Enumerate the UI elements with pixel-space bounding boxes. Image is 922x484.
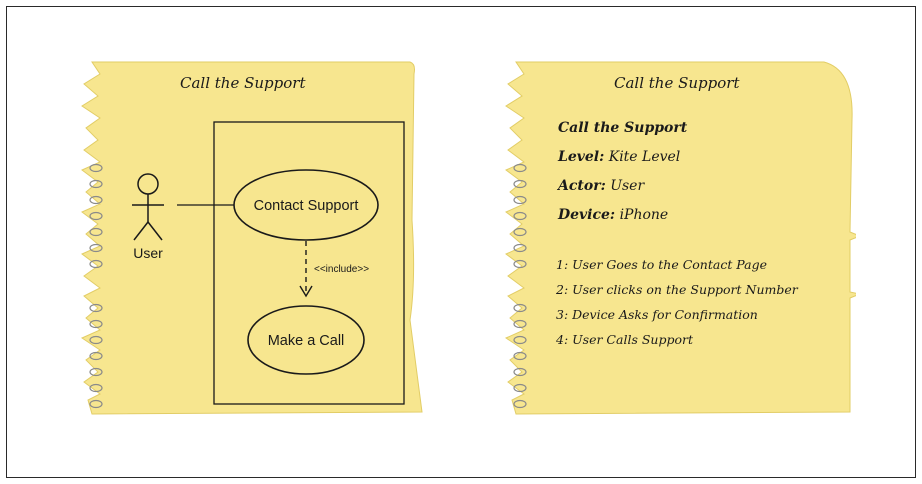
field-device: Device: iPhone	[558, 207, 668, 223]
field-level: Level: Kite Level	[558, 149, 680, 165]
use-case-contact-support	[233, 169, 379, 241]
left-note-title: Call the Support	[180, 74, 306, 92]
step-item: 4: User Calls Support	[556, 332, 693, 347]
use-case-diagram: User Contact Support <<include>> Make a …	[132, 121, 405, 405]
system-boundary	[213, 121, 405, 405]
right-note-title: Call the Support	[614, 74, 740, 92]
field-device-label: Device:	[558, 207, 616, 223]
step-item: 1: User Goes to the Contact Page	[556, 257, 768, 272]
use-case-contact-support-label: Contact Support	[254, 198, 359, 214]
use-case-heading: Call the Support	[558, 120, 688, 136]
include-arrowhead-icon	[299, 285, 313, 298]
left-note-paper: Call the Support User Contact Support <<…	[70, 60, 432, 416]
right-note-paper: Call the Support Call the Support Level:…	[494, 60, 856, 416]
use-case-make-a-call-label: Make a Call	[268, 333, 345, 349]
step-item: 3: Device Asks for Confirmation	[556, 307, 758, 322]
actor-stick-figure-icon	[132, 173, 164, 241]
notepaper-right-shape	[504, 61, 856, 415]
field-actor-value: User	[610, 178, 645, 194]
use-case-make-a-call	[247, 305, 365, 375]
field-actor: Actor: User	[558, 178, 644, 194]
step-item: 2: User clicks on the Support Number	[556, 282, 798, 297]
field-device-value: iPhone	[619, 207, 669, 223]
field-level-value: Kite Level	[608, 149, 681, 165]
field-level-label: Level:	[558, 149, 605, 165]
include-label: <<include>>	[314, 264, 369, 275]
field-actor-label: Actor:	[558, 178, 606, 194]
actor-label: User	[133, 245, 163, 261]
